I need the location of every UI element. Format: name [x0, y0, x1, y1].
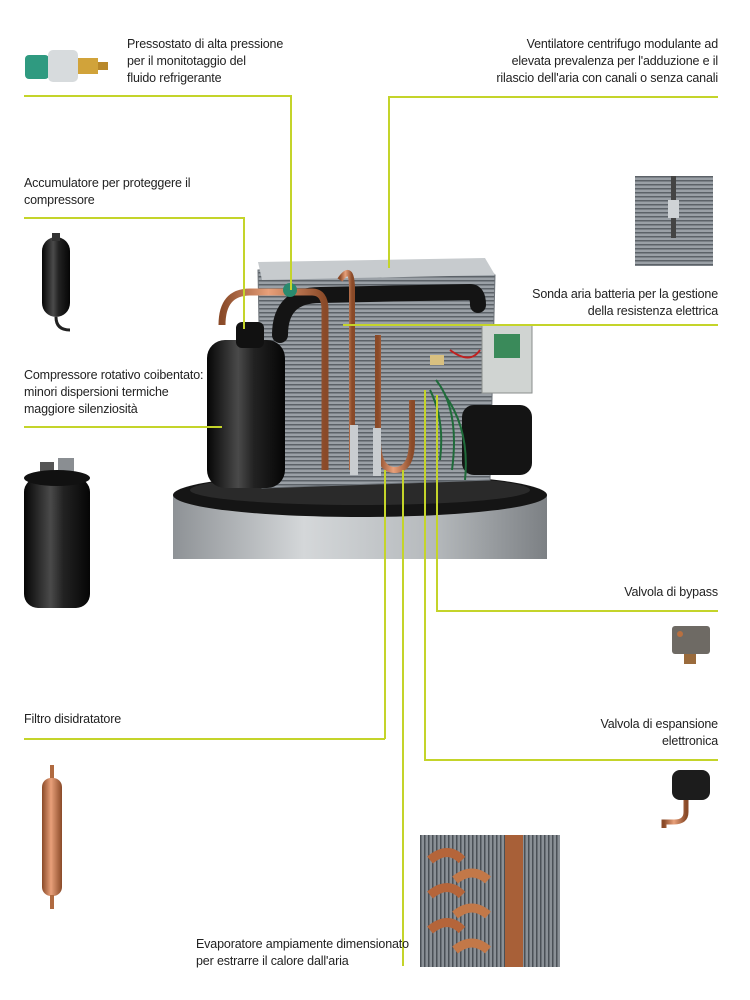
label-ventilatore: Ventilatore centrifugo modulante ad elev… [496, 37, 718, 85]
heat-pump-unit [173, 258, 547, 559]
compressor-body [207, 340, 285, 488]
filter-dryer-thumbnail [42, 765, 62, 909]
fan-coil-thumbnail [635, 176, 713, 266]
leader-ventilatore-h [388, 96, 718, 98]
leader-accumulatore-v [243, 217, 245, 329]
leader-accumulatore-h [24, 217, 244, 219]
label-valvola-espansione: Valvola di espansione elettronica [600, 717, 718, 748]
leader-compressore-h [24, 426, 222, 428]
pipe-valve-1 [350, 425, 358, 475]
label-evaporatore: Evaporatore ampiamente dimensionato per … [196, 937, 409, 968]
compressor-cap [236, 322, 264, 348]
accumulator-thumbnail [42, 233, 71, 332]
leader-espansione-v [424, 390, 426, 760]
fan-motor [462, 405, 532, 475]
leader-espansione-h [424, 759, 718, 761]
label-filtro: Filtro disidratatore [24, 712, 122, 726]
label-sonda: Sonda aria batteria per la gestione dell… [532, 287, 718, 318]
leader-pressostato-h [24, 95, 291, 97]
coil-top-frame [258, 258, 495, 280]
label-compressore: Compressore rotativo coibentato: minori … [24, 368, 204, 416]
expansion-valve-thumbnail [661, 770, 710, 828]
copper-pipe-a [218, 288, 329, 470]
control-board [481, 324, 533, 394]
leader-filtro-h [24, 738, 385, 740]
leader-filtro-v [384, 470, 386, 739]
wiring [429, 379, 467, 481]
leader-sonda-h [343, 324, 718, 326]
label-pressostato: Pressostato di alta pressione per il mon… [127, 37, 284, 85]
label-accumulatore: Accumulatore per proteggere il compresso… [24, 176, 191, 207]
pressure-switch-thumbnail [25, 50, 108, 82]
leader-pressostato-v [290, 95, 292, 290]
copper-pipe-b [337, 269, 355, 470]
leader-bypass-h [436, 610, 718, 612]
sensor-clip [430, 355, 444, 365]
evaporator-thumbnail [420, 835, 560, 967]
compressor-thumbnail [24, 458, 90, 608]
wiring-red [449, 349, 481, 359]
pipe-valve-2 [373, 428, 381, 476]
leader-evaporatore-v [402, 470, 404, 966]
control-display [494, 334, 520, 358]
bypass-valve-thumbnail [672, 626, 710, 664]
pressure-switch-small [283, 283, 297, 297]
label-valvola-bypass: Valvola di bypass [624, 585, 718, 599]
leader-bypass-v [436, 395, 438, 611]
leader-ventilatore-v [388, 96, 390, 268]
